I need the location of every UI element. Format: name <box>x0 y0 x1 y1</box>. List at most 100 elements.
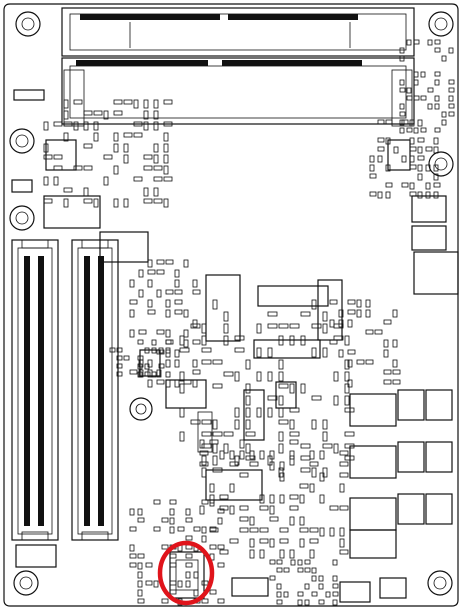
smd-pad <box>161 598 169 604</box>
smd-pad <box>161 544 169 550</box>
smd-pad <box>239 527 249 533</box>
smd-pad <box>276 583 282 590</box>
smd-pad <box>137 571 143 579</box>
smd-pad <box>406 127 413 133</box>
smd-pad <box>137 355 144 361</box>
smd-pad <box>249 527 259 533</box>
smd-pad <box>163 165 169 175</box>
component-bottom-center <box>169 551 407 603</box>
smd-pad <box>116 355 123 361</box>
smd-pad <box>399 127 405 134</box>
smd-pad <box>147 299 153 308</box>
smd-pad <box>177 580 183 588</box>
smd-pad <box>365 329 374 335</box>
smd-pad <box>448 79 455 85</box>
smd-pad <box>185 508 191 516</box>
smd-pad <box>267 323 278 329</box>
smd-pad <box>259 450 265 460</box>
smd-pad <box>212 431 223 437</box>
smd-pad <box>369 173 377 179</box>
smd-pad <box>289 455 295 466</box>
circle-ring-icon <box>427 570 453 596</box>
smd-pad <box>83 143 93 149</box>
smd-pad <box>137 589 143 597</box>
smd-pad <box>393 146 399 154</box>
smd-pad <box>434 71 441 77</box>
smd-pad <box>169 580 177 586</box>
smd-pad <box>245 395 251 406</box>
smd-pad <box>190 419 201 425</box>
smd-pad <box>165 339 172 345</box>
smd-pad <box>309 450 315 460</box>
smd-pad <box>165 289 174 295</box>
smd-pad <box>434 47 441 53</box>
smd-pad <box>249 538 255 548</box>
smd-pad <box>385 164 391 172</box>
smd-pad <box>169 508 175 516</box>
smd-pad <box>339 483 345 493</box>
smd-pad <box>267 311 278 317</box>
smd-pad <box>158 347 164 354</box>
smd-pad <box>93 132 99 142</box>
smd-pad <box>165 359 171 368</box>
smd-pad <box>73 121 79 131</box>
smd-pad <box>123 99 133 105</box>
smd-pad <box>383 369 392 375</box>
smd-pad <box>153 499 161 505</box>
smd-pad <box>304 559 311 565</box>
smd-pad <box>399 103 405 110</box>
smd-pad <box>234 455 240 466</box>
smd-pad <box>239 450 245 460</box>
smd-pad <box>383 379 392 385</box>
smd-pad <box>332 559 338 566</box>
circle-ring-icon <box>9 128 35 154</box>
smd-pad <box>356 309 362 318</box>
smd-pad <box>289 494 299 500</box>
smd-pad <box>165 347 171 354</box>
smd-pad <box>137 562 143 570</box>
smd-pad <box>420 127 427 133</box>
smd-pad <box>169 562 177 568</box>
smd-pad <box>137 598 145 604</box>
smd-pad <box>163 143 169 153</box>
smd-pad <box>174 379 180 388</box>
smd-pad <box>201 323 207 334</box>
smd-pad <box>53 165 63 171</box>
smd-pad <box>269 505 275 515</box>
smd-pad <box>309 549 315 559</box>
smd-pad <box>183 259 189 268</box>
smd-pad <box>116 347 123 353</box>
smd-pad <box>212 419 218 430</box>
smd-pad <box>311 323 322 329</box>
smd-pad <box>183 329 189 338</box>
smd-pad <box>297 559 303 566</box>
smd-pad <box>209 544 217 550</box>
smd-pad <box>165 299 171 308</box>
smd-pad <box>153 580 159 588</box>
smd-pad <box>448 111 455 117</box>
smd-pad <box>163 198 169 208</box>
smd-pad <box>332 599 338 606</box>
smd-pad <box>344 407 355 413</box>
smd-pad <box>256 323 262 334</box>
smd-pad <box>201 335 207 346</box>
smd-pad <box>123 132 133 138</box>
smd-pad <box>185 562 193 568</box>
smd-pad <box>433 191 439 199</box>
smd-pad <box>329 527 335 537</box>
smd-pad <box>434 127 441 133</box>
smd-pad <box>229 538 239 544</box>
smd-pad <box>434 39 441 45</box>
smd-pad <box>283 567 290 573</box>
smd-pad <box>289 549 295 559</box>
smd-pad <box>156 379 165 385</box>
smd-pad <box>83 165 93 171</box>
smd-pad <box>63 198 69 208</box>
smd-pad <box>192 359 198 368</box>
memory-slot-upper <box>61 7 415 57</box>
smd-pad <box>339 505 349 511</box>
smd-pad <box>129 553 137 559</box>
smd-pad <box>169 589 177 595</box>
smd-pad <box>161 517 169 523</box>
smd-pad <box>283 591 289 598</box>
